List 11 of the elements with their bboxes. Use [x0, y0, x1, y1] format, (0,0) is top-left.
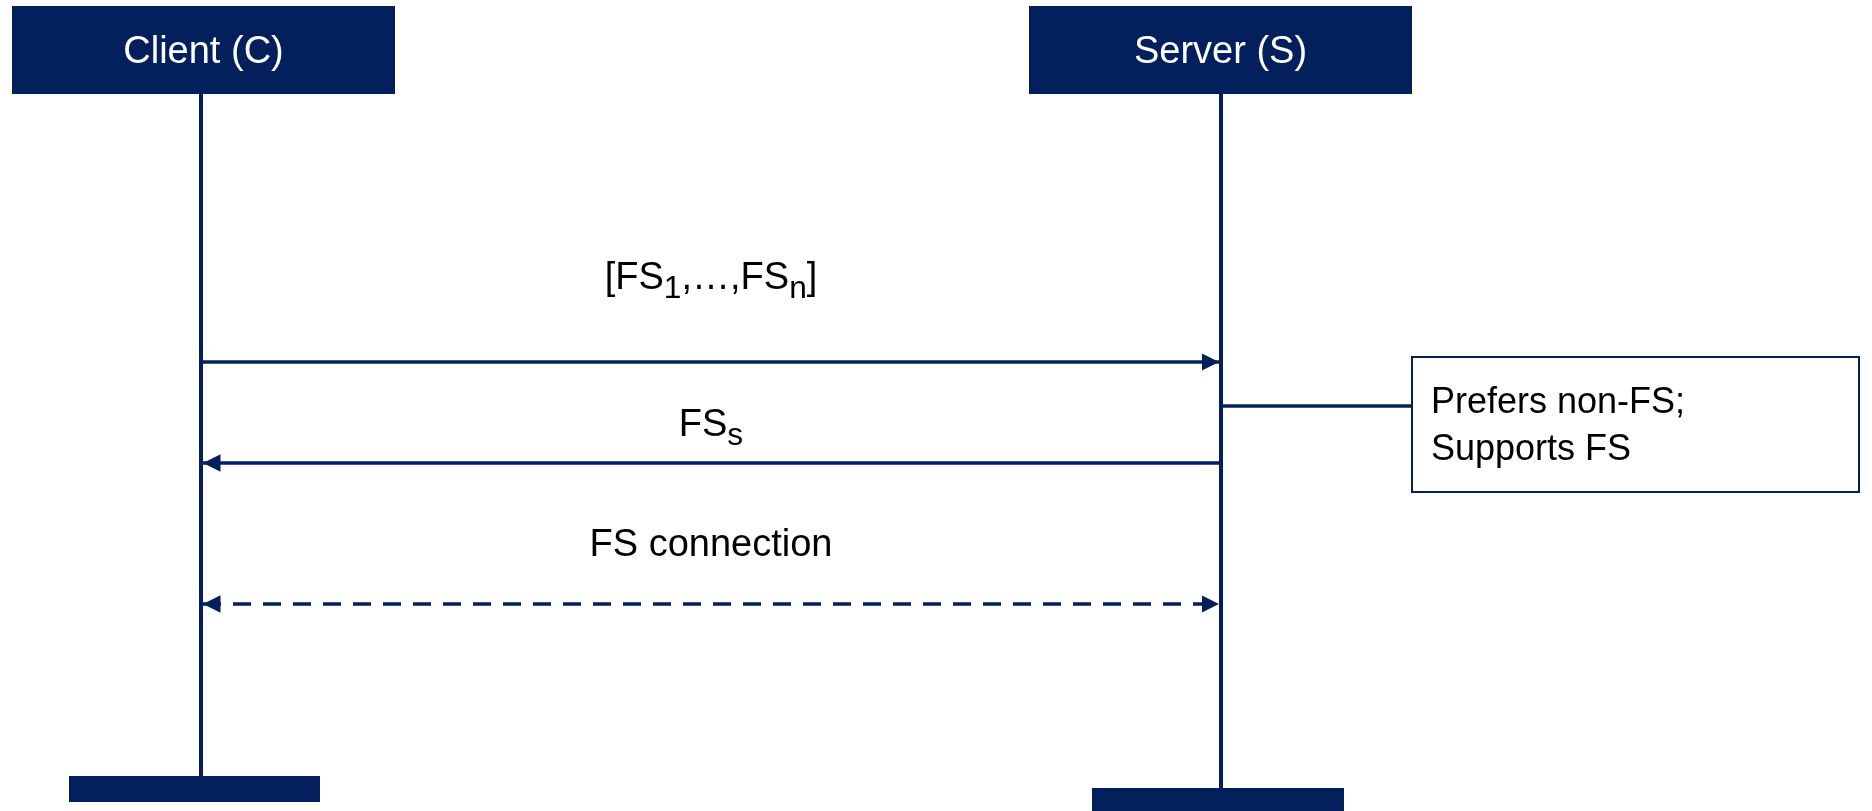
- lifeline-end-bar: [69, 776, 320, 802]
- participant-header: Server (S): [1029, 6, 1412, 94]
- message-arrow: [203, 454, 1219, 472]
- participant-header: Client (C): [12, 6, 395, 94]
- lifeline: [1219, 94, 1223, 788]
- lifeline-end-bar: [1092, 788, 1344, 811]
- message-arrow: [203, 595, 1219, 613]
- message-arrow: [203, 353, 1219, 371]
- lifeline: [199, 94, 203, 776]
- note-box: Prefers non-FS; Supports FS: [1411, 356, 1860, 493]
- connector-line: [1223, 404, 1411, 408]
